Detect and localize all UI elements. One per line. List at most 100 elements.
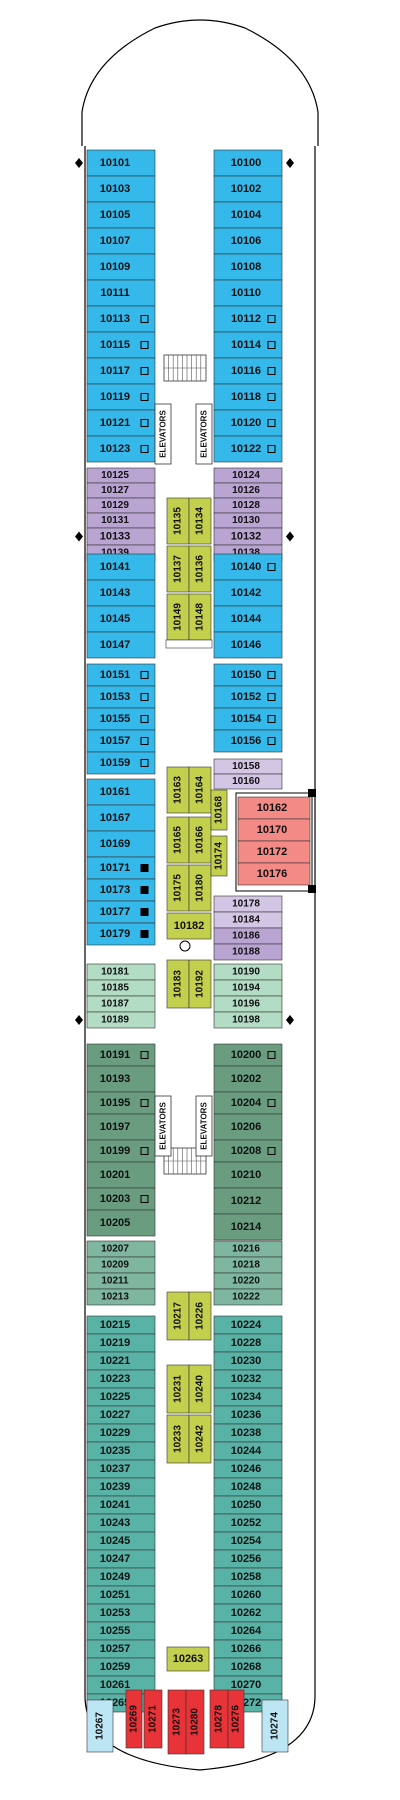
cabin-10212[interactable]: 10212 <box>213 1187 283 1215</box>
cabin-10134[interactable]: 10134 <box>188 497 212 545</box>
cabin-10185[interactable]: 10185 <box>86 979 156 997</box>
cabin-10131[interactable]: 10131 <box>86 512 156 529</box>
cabin-10137[interactable]: 10137 <box>166 545 190 593</box>
cabin-10141[interactable]: 10141 <box>86 553 156 581</box>
cabin-10180[interactable]: 10180 <box>188 864 212 912</box>
cabin-10149[interactable]: 10149 <box>166 593 190 641</box>
cabin-10249[interactable]: 10249 <box>86 1567 156 1587</box>
cabin-10188[interactable]: 10188 <box>213 943 283 961</box>
cabin-10190[interactable]: 10190 <box>213 963 283 981</box>
cabin-10264[interactable]: 10264 <box>213 1621 283 1641</box>
cabin-10159[interactable]: 10159 <box>86 751 156 775</box>
cabin-10157[interactable]: 10157 <box>86 729 156 753</box>
cabin-10170[interactable]: 10170 <box>237 818 311 842</box>
cabin-10229[interactable]: 10229 <box>86 1423 156 1443</box>
cabin-10147[interactable]: 10147 <box>86 631 156 659</box>
cabin-10156[interactable]: 10156 <box>213 729 283 753</box>
cabin-10276[interactable]: 10276 <box>227 1689 245 1749</box>
cabin-10125[interactable]: 10125 <box>86 467 156 484</box>
cabin-10267[interactable]: 10267 <box>86 1699 114 1753</box>
cabin-10169[interactable]: 10169 <box>86 830 156 858</box>
cabin-10260[interactable]: 10260 <box>213 1585 283 1605</box>
cabin-10250[interactable]: 10250 <box>213 1495 283 1515</box>
cabin-10232[interactable]: 10232 <box>213 1369 283 1389</box>
cabin-10261[interactable]: 10261 <box>86 1675 156 1695</box>
cabin-10273[interactable]: 10273 <box>167 1689 187 1755</box>
cabin-10205[interactable]: 10205 <box>86 1209 156 1237</box>
cabin-10166[interactable]: 10166 <box>188 816 212 864</box>
cabin-10150[interactable]: 10150 <box>213 663 283 687</box>
cabin-10155[interactable]: 10155 <box>86 707 156 731</box>
cabin-10266[interactable]: 10266 <box>213 1639 283 1659</box>
cabin-10181[interactable]: 10181 <box>86 963 156 981</box>
cabin-10152[interactable]: 10152 <box>213 685 283 709</box>
cabin-10237[interactable]: 10237 <box>86 1459 156 1479</box>
cabin-10126[interactable]: 10126 <box>213 482 283 499</box>
cabin-10244[interactable]: 10244 <box>213 1441 283 1461</box>
cabin-10187[interactable]: 10187 <box>86 995 156 1013</box>
cabin-10222[interactable]: 10222 <box>213 1288 283 1306</box>
cabin-10251[interactable]: 10251 <box>86 1585 156 1605</box>
cabin-10176[interactable]: 10176 <box>237 862 311 886</box>
cabin-10234[interactable]: 10234 <box>213 1387 283 1407</box>
cabin-10210[interactable]: 10210 <box>213 1161 283 1189</box>
cabin-10115[interactable]: 10115 <box>86 331 156 359</box>
cabin-10116[interactable]: 10116 <box>213 357 283 385</box>
cabin-10132[interactable]: 10132 <box>213 527 294 546</box>
cabin-10143[interactable]: 10143 <box>86 579 156 607</box>
cabin-10142[interactable]: 10142 <box>213 579 283 607</box>
cabin-10220[interactable]: 10220 <box>213 1272 283 1290</box>
cabin-10175[interactable]: 10175 <box>166 864 190 912</box>
cabin-10194[interactable]: 10194 <box>213 979 283 997</box>
cabin-10136[interactable]: 10136 <box>188 545 212 593</box>
cabin-10262[interactable]: 10262 <box>213 1603 283 1623</box>
cabin-10192[interactable]: 10192 <box>188 959 212 1009</box>
cabin-10247[interactable]: 10247 <box>86 1549 156 1569</box>
cabin-10191[interactable]: 10191 <box>86 1043 156 1067</box>
cabin-10119[interactable]: 10119 <box>86 383 156 411</box>
cabin-10207[interactable]: 10207 <box>86 1240 156 1258</box>
cabin-10215[interactable]: 10215 <box>86 1315 156 1335</box>
cabin-10193[interactable]: 10193 <box>86 1065 156 1093</box>
cabin-10165[interactable]: 10165 <box>166 816 190 864</box>
cabin-10243[interactable]: 10243 <box>86 1513 156 1533</box>
cabin-10133[interactable]: 10133 <box>75 527 156 546</box>
cabin-10105[interactable]: 10105 <box>86 201 156 229</box>
cabin-10236[interactable]: 10236 <box>213 1405 283 1425</box>
cabin-10114[interactable]: 10114 <box>213 331 283 359</box>
cabin-10240[interactable]: 10240 <box>188 1364 212 1414</box>
cabin-10228[interactable]: 10228 <box>213 1333 283 1353</box>
cabin-10278[interactable]: 10278 <box>209 1689 229 1749</box>
cabin-10107[interactable]: 10107 <box>86 227 156 255</box>
cabin-10122[interactable]: 10122 <box>213 435 283 463</box>
cabin-10178[interactable]: 10178 <box>213 895 283 913</box>
cabin-10196[interactable]: 10196 <box>213 995 283 1013</box>
cabin-10102[interactable]: 10102 <box>213 175 283 203</box>
cabin-10230[interactable]: 10230 <box>213 1351 283 1371</box>
cabin-10135[interactable]: 10135 <box>166 497 190 545</box>
cabin-10227[interactable]: 10227 <box>86 1405 156 1425</box>
cabin-10241[interactable]: 10241 <box>86 1495 156 1515</box>
cabin-10112[interactable]: 10112 <box>213 305 283 333</box>
cabin-10270[interactable]: 10270 <box>213 1675 283 1695</box>
cabin-10160[interactable]: 10160 <box>213 773 283 790</box>
cabin-10158[interactable]: 10158 <box>213 758 283 775</box>
cabin-10252[interactable]: 10252 <box>213 1513 283 1533</box>
cabin-10118[interactable]: 10118 <box>213 383 283 411</box>
cabin-10233[interactable]: 10233 <box>166 1414 190 1464</box>
cabin-10167[interactable]: 10167 <box>86 804 156 832</box>
cabin-10197[interactable]: 10197 <box>86 1113 156 1141</box>
cabin-10124[interactable]: 10124 <box>213 467 283 484</box>
cabin-10248[interactable]: 10248 <box>213 1477 283 1497</box>
cabin-10163[interactable]: 10163 <box>166 766 190 814</box>
cabin-10146[interactable]: 10146 <box>213 631 283 659</box>
cabin-10268[interactable]: 10268 <box>213 1657 283 1677</box>
cabin-10223[interactable]: 10223 <box>86 1369 156 1389</box>
cabin-10161[interactable]: 10161 <box>86 778 156 806</box>
cabin-10177[interactable]: 10177 <box>86 900 156 924</box>
cabin-10221[interactable]: 10221 <box>86 1351 156 1371</box>
cabin-10148[interactable]: 10148 <box>188 593 212 641</box>
cabin-10174[interactable]: 10174 <box>210 835 228 877</box>
cabin-10216[interactable]: 10216 <box>213 1240 283 1258</box>
cabin-10239[interactable]: 10239 <box>86 1477 156 1497</box>
